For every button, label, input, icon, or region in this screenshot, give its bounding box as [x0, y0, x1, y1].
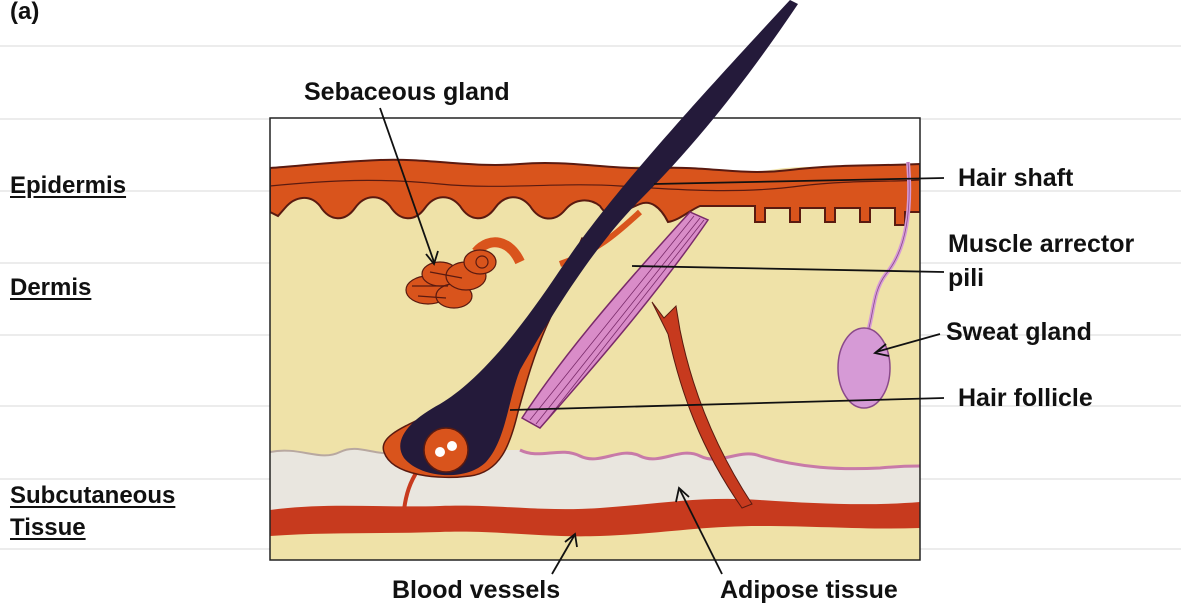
callout-hair-shaft: Hair shaft: [958, 162, 1073, 194]
label-dermis: Dermis: [10, 272, 91, 304]
panel-label: (a): [10, 0, 39, 26]
callout-blood-vessels: Blood vessels: [392, 574, 560, 606]
label-epidermis: Epidermis: [10, 170, 126, 202]
label-subcutaneous: Subcutaneous: [10, 480, 175, 512]
callout-muscle-line2: pili: [948, 262, 984, 294]
callout-sebaceous-gland: Sebaceous gland: [304, 76, 510, 108]
callout-sweat-gland: Sweat gland: [946, 316, 1092, 348]
hair-papilla: [424, 428, 468, 472]
callout-adipose-tissue: Adipose tissue: [720, 574, 898, 606]
sweat-gland: [838, 328, 890, 408]
callout-muscle-line1: Muscle arrector: [948, 228, 1134, 260]
callout-hair-follicle: Hair follicle: [958, 382, 1093, 414]
label-tissue: Tissue: [10, 512, 86, 544]
